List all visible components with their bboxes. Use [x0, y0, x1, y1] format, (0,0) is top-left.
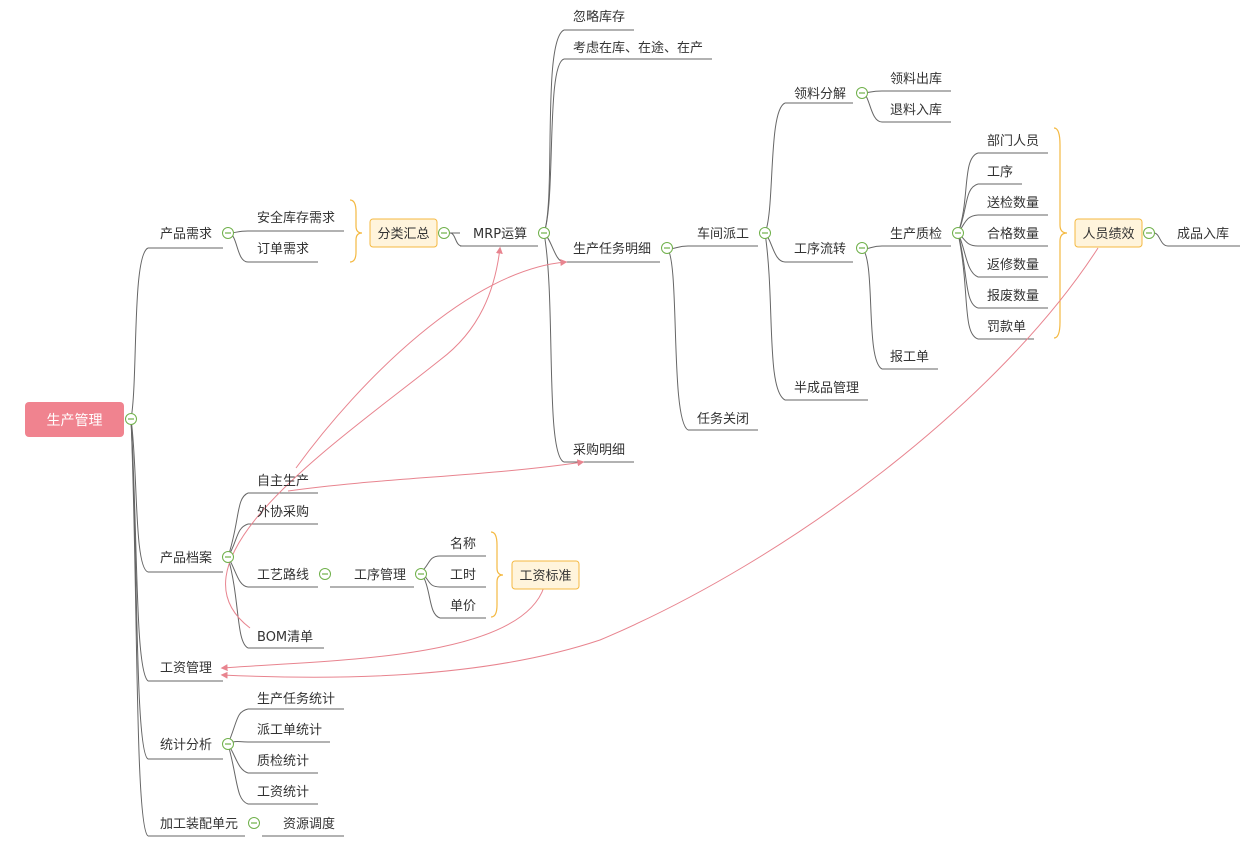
collapse-icon[interactable]: [222, 227, 234, 239]
relationship-self-production-to-purchase: [287, 459, 585, 492]
topic-workshop-dispatch[interactable]: 车间派工: [697, 226, 749, 242]
summary-brace-process: [490, 531, 504, 618]
collapse-toggles: [125, 87, 1155, 829]
collapse-icon[interactable]: [438, 227, 450, 239]
relationship-bom-to-mrp: [225, 246, 503, 629]
topic-wage-statistics[interactable]: 工资统计: [257, 785, 309, 800]
collapse-icon[interactable]: [1143, 227, 1155, 239]
topic-mrp[interactable]: MRP运算: [473, 227, 527, 242]
topic-material-issue[interactable]: 领料出库: [890, 71, 942, 87]
collapse-icon[interactable]: [538, 227, 550, 239]
topic-quality-statistics[interactable]: 质检统计: [257, 754, 309, 769]
topic-work-hours[interactable]: 工时: [450, 568, 476, 583]
relationship-performance-to-wage: [220, 247, 1099, 679]
summary-topic-performance[interactable]: 人员绩效: [1074, 218, 1143, 248]
topic-submitted-qty[interactable]: 送检数量: [987, 196, 1039, 211]
relationship-wage-standard-to-wage: [220, 586, 545, 672]
collapse-icon[interactable]: [952, 227, 964, 239]
topic-purchase-detail[interactable]: 采购明细: [573, 442, 625, 458]
topic-consider-stock[interactable]: 考虑在库、在途、在产: [573, 40, 703, 56]
topic-department-staff[interactable]: 部门人员: [987, 134, 1039, 149]
summary-braces: [349, 127, 1068, 618]
topic-product-archive[interactable]: 产品档案: [160, 551, 212, 566]
topic-name[interactable]: 名称: [450, 536, 476, 552]
summary-brace-demand: [349, 199, 363, 263]
topic-wage-management[interactable]: 工资管理: [160, 661, 212, 676]
topic-quality-inspection[interactable]: 生产质检: [890, 227, 942, 242]
topic-product-demand[interactable]: 产品需求: [160, 227, 212, 242]
topic-penalty-slip[interactable]: 罚款单: [987, 320, 1026, 335]
topic-rework-qty[interactable]: 返修数量: [987, 258, 1039, 273]
topic-finished-goods-storage[interactable]: 成品入库: [1177, 226, 1229, 242]
topic-qualified-qty[interactable]: 合格数量: [987, 226, 1039, 242]
topic-labels: 产品需求 安全库存需求 订单需求 MRP运算 忽略库存 考虑在库、在途、在产 生…: [160, 9, 1229, 832]
topic-task-close[interactable]: 任务关闭: [697, 411, 749, 427]
collapse-icon[interactable]: [856, 87, 868, 99]
topic-scrap-qty[interactable]: 报废数量: [987, 288, 1039, 304]
topic-safety-stock-demand[interactable]: 安全库存需求: [257, 210, 335, 226]
collapse-icon[interactable]: [661, 242, 673, 254]
topic-material-breakdown[interactable]: 领料分解: [794, 87, 846, 102]
svg-text:人员绩效: 人员绩效: [1082, 227, 1134, 242]
topic-self-production[interactable]: 自主生产: [257, 474, 309, 489]
summary-brace-quality: [1053, 127, 1068, 339]
collapse-icon[interactable]: [759, 227, 771, 239]
topic-bom-list[interactable]: BOM清单: [257, 630, 313, 645]
svg-text:分类汇总: 分类汇总: [377, 227, 429, 242]
summary-topic-classify[interactable]: 分类汇总: [369, 218, 438, 248]
topic-outsourced-purchase[interactable]: 外协采购: [257, 504, 309, 520]
topic-ignore-stock[interactable]: 忽略库存: [573, 9, 625, 25]
topic-resource-scheduling[interactable]: 资源调度: [283, 816, 335, 832]
topic-process-flow[interactable]: 工序流转: [794, 242, 846, 257]
collapse-icon[interactable]: [222, 551, 234, 563]
topic-unit-price[interactable]: 单价: [450, 599, 476, 614]
relationship-self-production-to-task: [295, 258, 568, 469]
branch-connectors: [130, 29, 1240, 837]
root-topic[interactable]: 生产管理: [25, 402, 124, 437]
svg-text:工资标准: 工资标准: [519, 569, 571, 584]
relationship-lines: [220, 246, 1099, 679]
topic-production-task-detail[interactable]: 生产任务明细: [573, 241, 651, 257]
collapse-icon[interactable]: [319, 568, 331, 580]
topic-process[interactable]: 工序: [987, 165, 1013, 180]
collapse-icon[interactable]: [248, 817, 260, 829]
topic-material-return[interactable]: 退料入库: [890, 102, 942, 118]
collapse-icon[interactable]: [222, 738, 234, 750]
collapse-icon[interactable]: [856, 242, 868, 254]
topic-assembly-unit[interactable]: 加工装配单元: [160, 817, 238, 832]
root-label: 生产管理: [47, 413, 103, 429]
topic-semi-finished[interactable]: 半成品管理: [794, 381, 859, 396]
topic-statistics[interactable]: 统计分析: [160, 738, 212, 753]
topic-dispatch-statistics[interactable]: 派工单统计: [257, 723, 322, 738]
topic-process-route[interactable]: 工艺路线: [257, 567, 309, 583]
topic-work-report[interactable]: 报工单: [890, 350, 929, 365]
collapse-icon[interactable]: [125, 413, 137, 425]
topic-process-management[interactable]: 工序管理: [354, 568, 406, 583]
topic-task-statistics[interactable]: 生产任务统计: [257, 691, 335, 707]
topic-order-demand[interactable]: 订单需求: [257, 242, 309, 257]
summary-topic-wage-standard[interactable]: 工资标准: [511, 560, 580, 590]
collapse-icon[interactable]: [415, 568, 427, 580]
